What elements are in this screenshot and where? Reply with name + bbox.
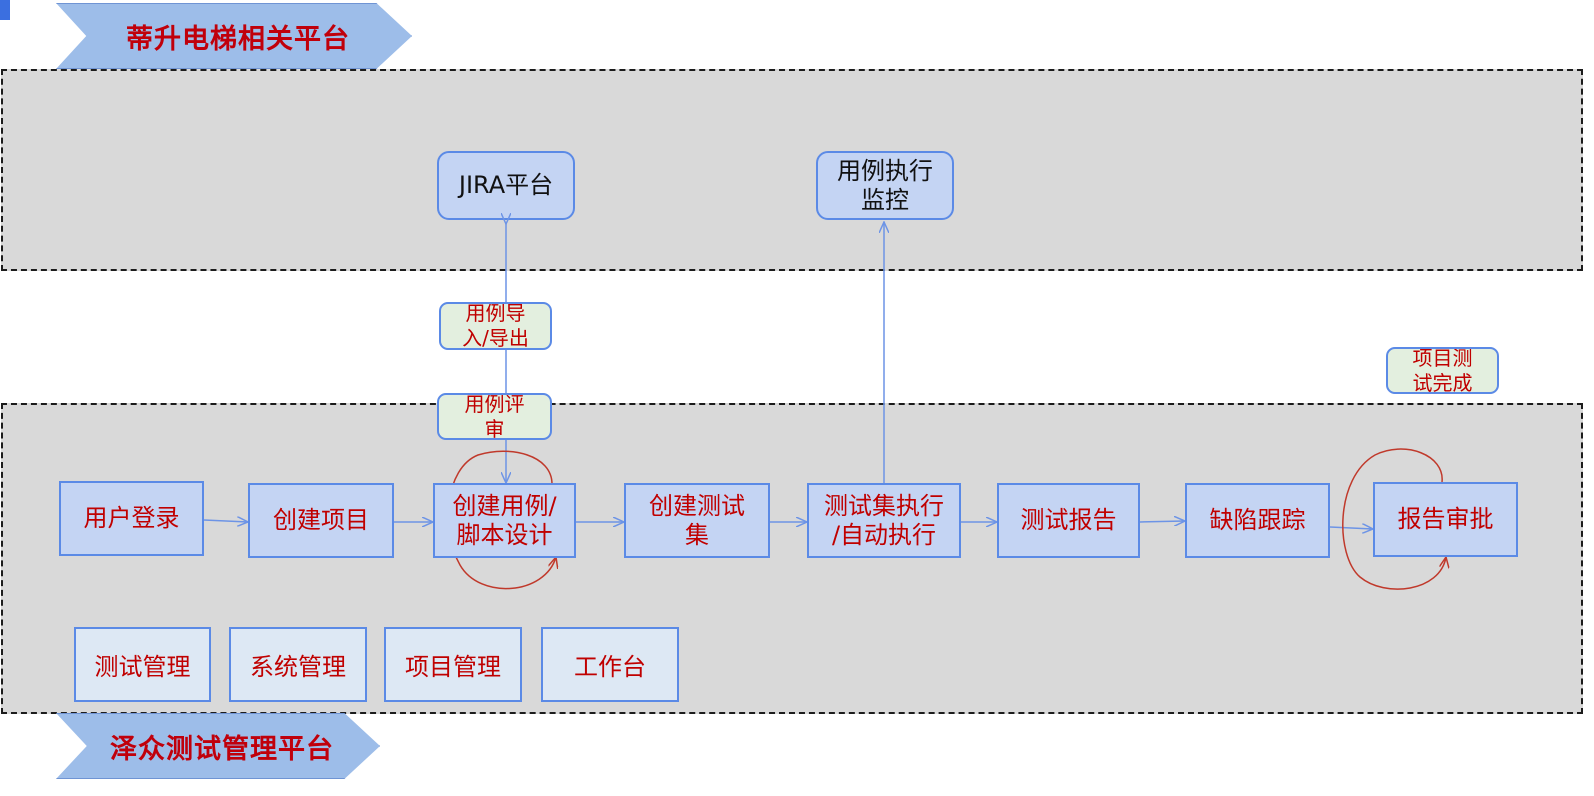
step-user-login[interactable]: 用户登录 — [59, 481, 204, 556]
note-case-review: 用例评 审 — [437, 393, 552, 440]
step-report-approval[interactable]: 报告审批 — [1373, 482, 1518, 557]
module-label: 测试管理 — [94, 653, 191, 681]
module-system-management[interactable]: 系统管理 — [229, 627, 367, 702]
banner-title: 蒂升电梯相关平台 — [126, 23, 350, 55]
note-project-test-complete: 项目测 试完成 — [1386, 347, 1499, 394]
step-create-test-suite[interactable]: 创建测试 集 — [624, 483, 770, 558]
banner-title: 泽众测试管理平台 — [110, 733, 334, 765]
step-label: 创建用例/ 脚本设计 — [452, 491, 557, 549]
step-label: 缺陷跟踪 — [1209, 506, 1306, 534]
corner-marker — [0, 0, 10, 20]
arrow-defect-to-approval — [1329, 527, 1373, 529]
step-test-report[interactable]: 测试报告 — [997, 483, 1140, 558]
step-suite-execution[interactable]: 测试集执行 /自动执行 — [807, 483, 961, 558]
exec-monitor-label: 用例执行 监控 — [837, 156, 933, 214]
note-label: 用例导 入/导出 — [462, 302, 529, 350]
step-label: 报告审批 — [1397, 505, 1494, 533]
arrow-report-to-defect — [1139, 521, 1185, 522]
zone-tisheng-platform — [1, 69, 1583, 271]
step-label: 测试集执行 /自动执行 — [824, 491, 944, 549]
step-label: 创建项目 — [273, 506, 369, 534]
step-defect-tracking[interactable]: 缺陷跟踪 — [1185, 483, 1330, 558]
step-create-case-script[interactable]: 创建用例/ 脚本设计 — [433, 483, 576, 558]
module-label: 工作台 — [574, 653, 646, 681]
note-label: 用例评 审 — [464, 393, 525, 440]
banner-tisheng-platform: 蒂升电梯相关平台 — [56, 3, 412, 69]
jira-platform-label: JIRA平台 — [458, 171, 554, 199]
module-project-management[interactable]: 项目管理 — [384, 627, 522, 702]
module-workbench[interactable]: 工作台 — [541, 627, 679, 702]
step-label: 用户登录 — [83, 504, 180, 532]
module-label: 项目管理 — [405, 653, 501, 681]
approval-loop — [1342, 448, 1446, 590]
jira-platform-box[interactable]: JIRA平台 — [437, 151, 575, 220]
step-create-project[interactable]: 创建项目 — [248, 483, 394, 558]
note-case-import-export: 用例导 入/导出 — [439, 302, 552, 350]
step-label: 创建测试 集 — [649, 491, 745, 549]
note-label: 项目测 试完成 — [1412, 347, 1473, 394]
module-test-management[interactable]: 测试管理 — [74, 627, 211, 702]
step-label: 测试报告 — [1020, 506, 1117, 534]
banner-zezhong-platform: 泽众测试管理平台 — [56, 713, 380, 779]
exec-monitor-box[interactable]: 用例执行 监控 — [816, 151, 954, 220]
arrow-login-to-project — [203, 520, 248, 522]
module-label: 系统管理 — [250, 653, 346, 681]
